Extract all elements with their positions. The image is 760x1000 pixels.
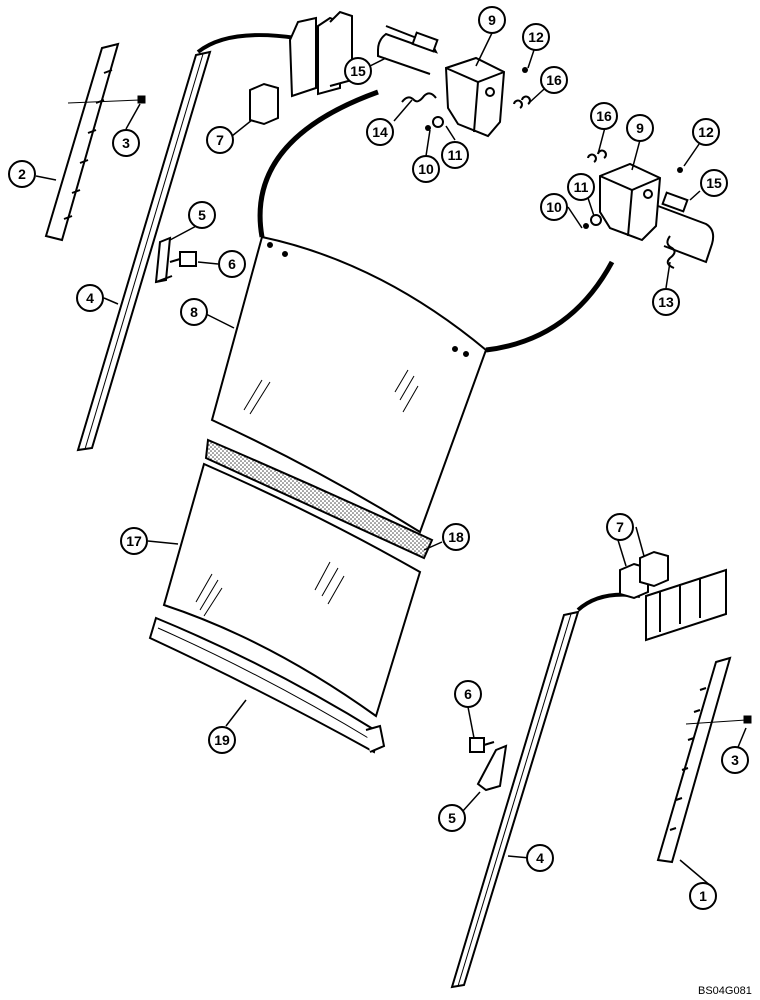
callout-label: 16 bbox=[596, 108, 612, 124]
callout-11b bbox=[567, 173, 595, 201]
callout-label: 8 bbox=[190, 304, 198, 320]
bolt-left bbox=[169, 251, 197, 267]
spring-left bbox=[401, 92, 437, 103]
callout-label: 9 bbox=[636, 120, 644, 136]
callout-2 bbox=[8, 160, 36, 188]
callout-12a bbox=[522, 23, 550, 51]
callout-16b bbox=[590, 102, 618, 130]
callout-label: 19 bbox=[214, 732, 230, 748]
callout-label: 13 bbox=[658, 294, 674, 310]
callout-label: 14 bbox=[372, 124, 388, 140]
right-latch-bar bbox=[656, 656, 732, 864]
callout-label: 12 bbox=[698, 124, 714, 140]
assembly-arc-right bbox=[485, 260, 615, 353]
left-latch-bar bbox=[44, 42, 120, 242]
callout-label: 2 bbox=[18, 166, 26, 182]
callout-label: 11 bbox=[448, 147, 463, 163]
callout-19 bbox=[208, 726, 236, 754]
washer-right bbox=[590, 214, 602, 226]
upper-glass-panel bbox=[210, 235, 488, 534]
callout-12b bbox=[692, 118, 720, 146]
nut-left bbox=[425, 125, 431, 131]
callout-label: 12 bbox=[528, 29, 544, 45]
callout-5a bbox=[188, 201, 216, 229]
callout-7b bbox=[606, 513, 634, 541]
callout-16a bbox=[540, 66, 568, 94]
callout-label: 11 bbox=[574, 179, 589, 195]
callout-labels: 1 2 3 3 4 4 5 5 6 6 7 7 8 9 9 10 10 11 1… bbox=[18, 12, 739, 904]
handle-pin-right bbox=[657, 191, 715, 264]
callout-label: 1 bbox=[699, 888, 707, 904]
callout-6a bbox=[218, 250, 246, 278]
callout-label: 4 bbox=[536, 850, 544, 866]
callout-4b bbox=[526, 844, 554, 872]
callout-label: 15 bbox=[706, 175, 722, 191]
left-long-strip bbox=[76, 50, 212, 452]
lower-glass-panel bbox=[162, 462, 422, 718]
clips-right bbox=[587, 149, 607, 163]
callout-9a bbox=[478, 6, 506, 34]
callout-18 bbox=[442, 523, 470, 551]
callouts bbox=[8, 6, 749, 910]
callout-4a bbox=[76, 284, 104, 312]
weatherstrip-profile-upper bbox=[249, 10, 353, 126]
callout-label: 18 bbox=[448, 529, 464, 545]
callout-label: 5 bbox=[198, 207, 206, 223]
right-long-strip bbox=[450, 610, 580, 989]
clip-bracket-lower bbox=[476, 744, 508, 792]
callout-9b bbox=[626, 114, 654, 142]
weatherstrip-profile-lower bbox=[619, 550, 727, 642]
callout-label: 7 bbox=[616, 519, 624, 535]
callout-label: 5 bbox=[448, 810, 456, 826]
bolt-lower bbox=[469, 737, 495, 753]
callout-14 bbox=[366, 118, 394, 146]
leader-lines bbox=[35, 32, 747, 888]
callout-3a bbox=[112, 129, 140, 157]
callout-13 bbox=[652, 288, 680, 316]
callout-6b bbox=[454, 680, 482, 708]
callout-17 bbox=[120, 527, 148, 555]
callout-label: 15 bbox=[350, 63, 366, 79]
callout-10b bbox=[540, 193, 568, 221]
spring-right bbox=[666, 235, 676, 269]
callout-label: 4 bbox=[86, 290, 94, 306]
mesh-seal-strip bbox=[204, 438, 434, 560]
hinge-block-right bbox=[599, 162, 662, 242]
drawing-code: BS04G081 bbox=[698, 985, 752, 997]
callout-10a bbox=[412, 155, 440, 183]
callout-3b bbox=[721, 746, 749, 774]
callout-1 bbox=[689, 882, 717, 910]
callout-7a bbox=[206, 126, 234, 154]
callout-label: 3 bbox=[122, 135, 130, 151]
washer-left bbox=[432, 116, 444, 128]
hinge-block-left bbox=[444, 56, 506, 138]
callout-8 bbox=[180, 298, 208, 326]
clip-bracket-left bbox=[154, 236, 173, 284]
nut-right bbox=[583, 223, 589, 229]
callout-label: 17 bbox=[126, 533, 142, 549]
callout-15a bbox=[344, 57, 372, 85]
callout-label: 6 bbox=[464, 686, 472, 702]
assembly-arc-upper bbox=[257, 89, 379, 238]
screw-upper-left bbox=[67, 95, 146, 104]
screw-lower-right bbox=[685, 715, 752, 725]
strip-connector-arc bbox=[196, 33, 297, 54]
callout-label: 16 bbox=[546, 72, 562, 88]
callout-label: 6 bbox=[228, 256, 236, 272]
callout-11a bbox=[441, 141, 469, 169]
callout-label: 7 bbox=[216, 132, 224, 148]
bottom-channel bbox=[148, 616, 386, 754]
ball-left bbox=[522, 67, 528, 73]
ball-right bbox=[677, 167, 683, 173]
callout-label: 10 bbox=[546, 199, 562, 215]
callout-label: 3 bbox=[731, 752, 739, 768]
handle-pin-left bbox=[377, 25, 439, 75]
clips-left bbox=[513, 95, 531, 109]
callout-15b bbox=[700, 169, 728, 197]
callout-5b bbox=[438, 804, 466, 832]
callout-label: 10 bbox=[418, 161, 434, 177]
callout-label: 9 bbox=[488, 12, 496, 28]
